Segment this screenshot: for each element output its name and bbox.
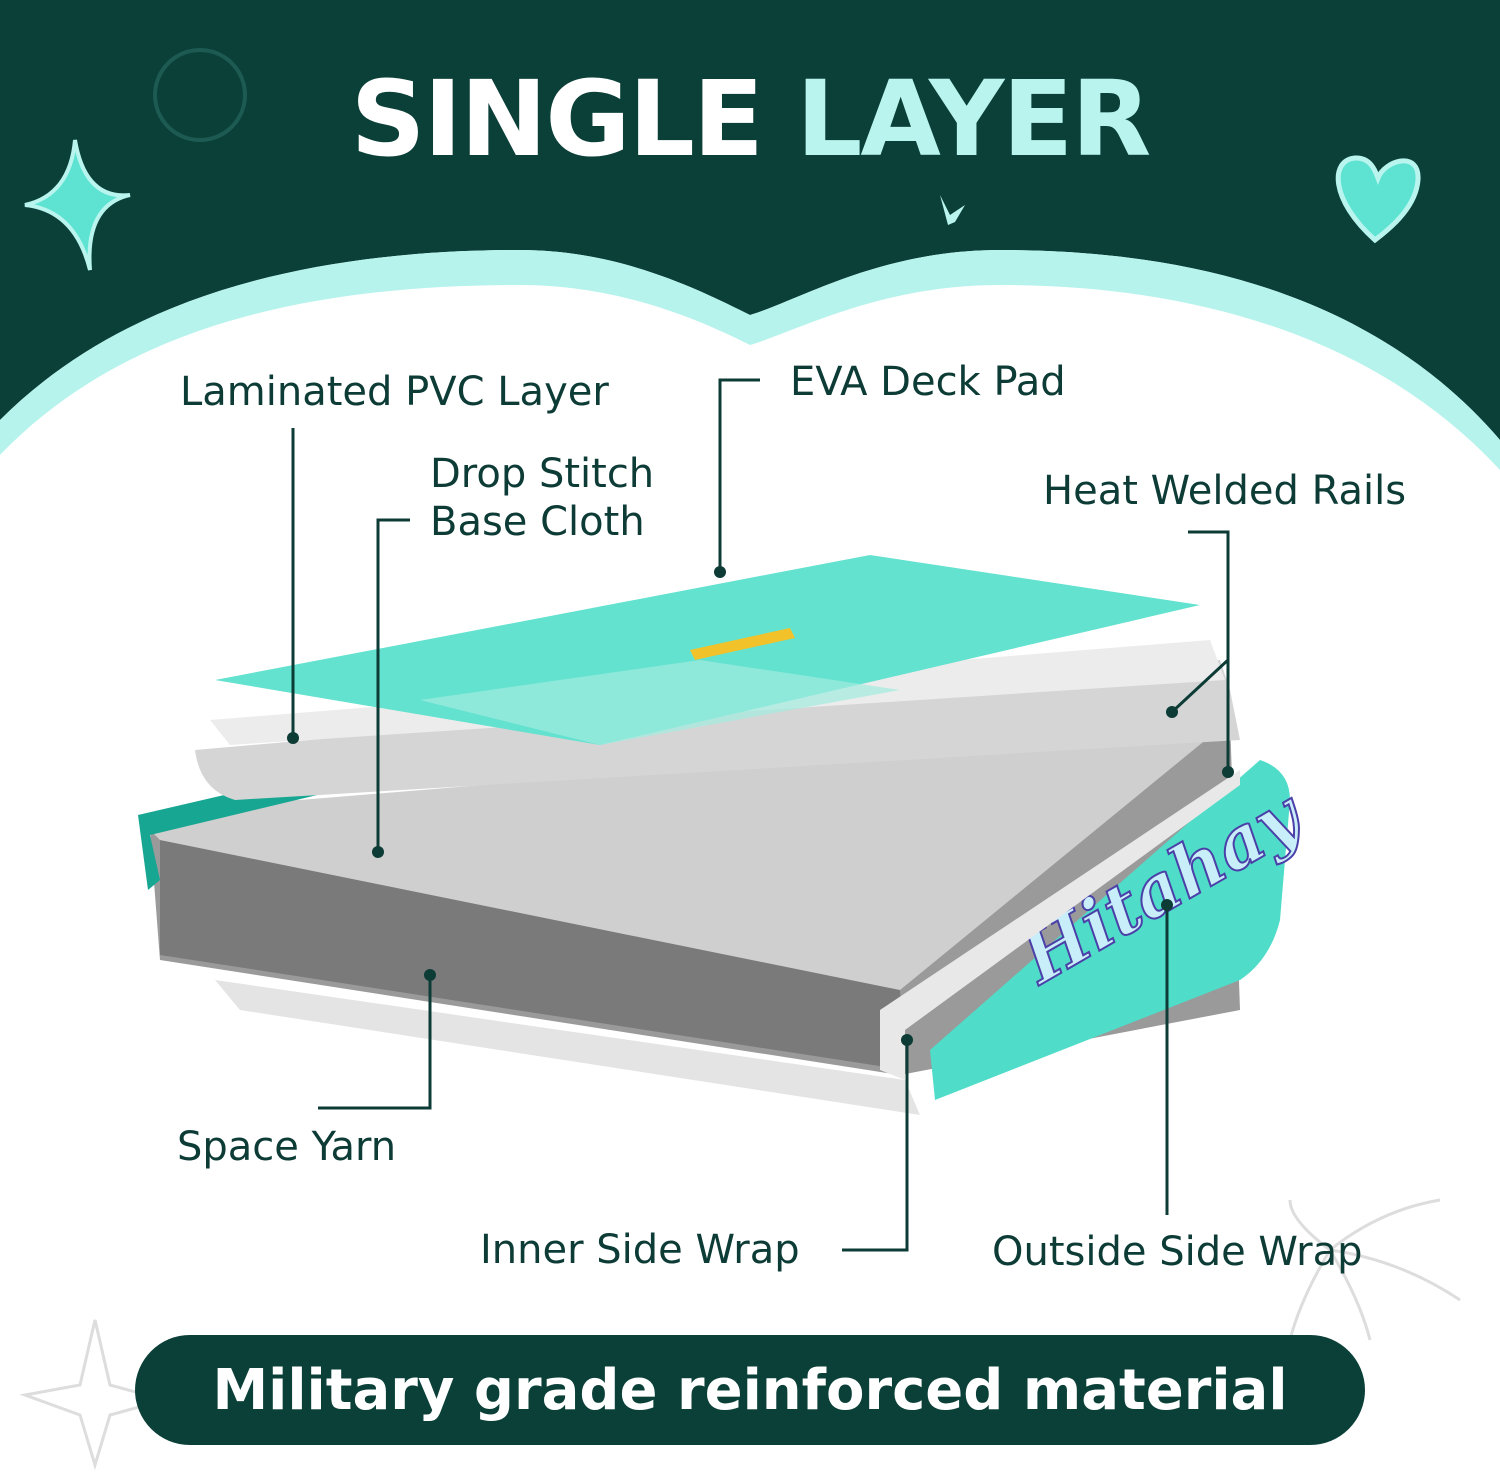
page-title: SINGLE LAYER xyxy=(0,58,1500,180)
starfish-doodle xyxy=(19,1319,171,1471)
palm-tree-doodle xyxy=(1288,1198,1461,1341)
starfish-icon xyxy=(940,195,965,225)
banner-text: Military grade reinforced material xyxy=(212,1357,1288,1423)
sun-doodle xyxy=(153,48,247,142)
label-space-yarn: Space Yarn xyxy=(177,1124,397,1170)
label-drop-stitch-1: Drop Stitch xyxy=(430,451,655,497)
label-eva-deck: EVA Deck Pad xyxy=(790,359,1066,405)
leader-lines xyxy=(291,378,1230,1252)
label-outside-wrap: Outside Side Wrap xyxy=(992,1229,1363,1275)
banner: Military grade reinforced material xyxy=(135,1335,1365,1445)
title-part2: LAYER xyxy=(796,58,1151,180)
title-part1: SINGLE xyxy=(350,58,764,180)
outside-side-wrap xyxy=(930,760,1290,1100)
label-laminated-pvc: Laminated PVC Layer xyxy=(180,369,609,415)
sparkle-icon xyxy=(24,139,131,271)
label-drop-stitch-2: Base Cloth xyxy=(430,499,645,545)
label-inner-wrap: Inner Side Wrap xyxy=(480,1227,800,1273)
heart-icon xyxy=(1335,155,1421,244)
label-heat-welded: Heat Welded Rails xyxy=(1043,468,1407,514)
header-background xyxy=(0,0,1500,440)
